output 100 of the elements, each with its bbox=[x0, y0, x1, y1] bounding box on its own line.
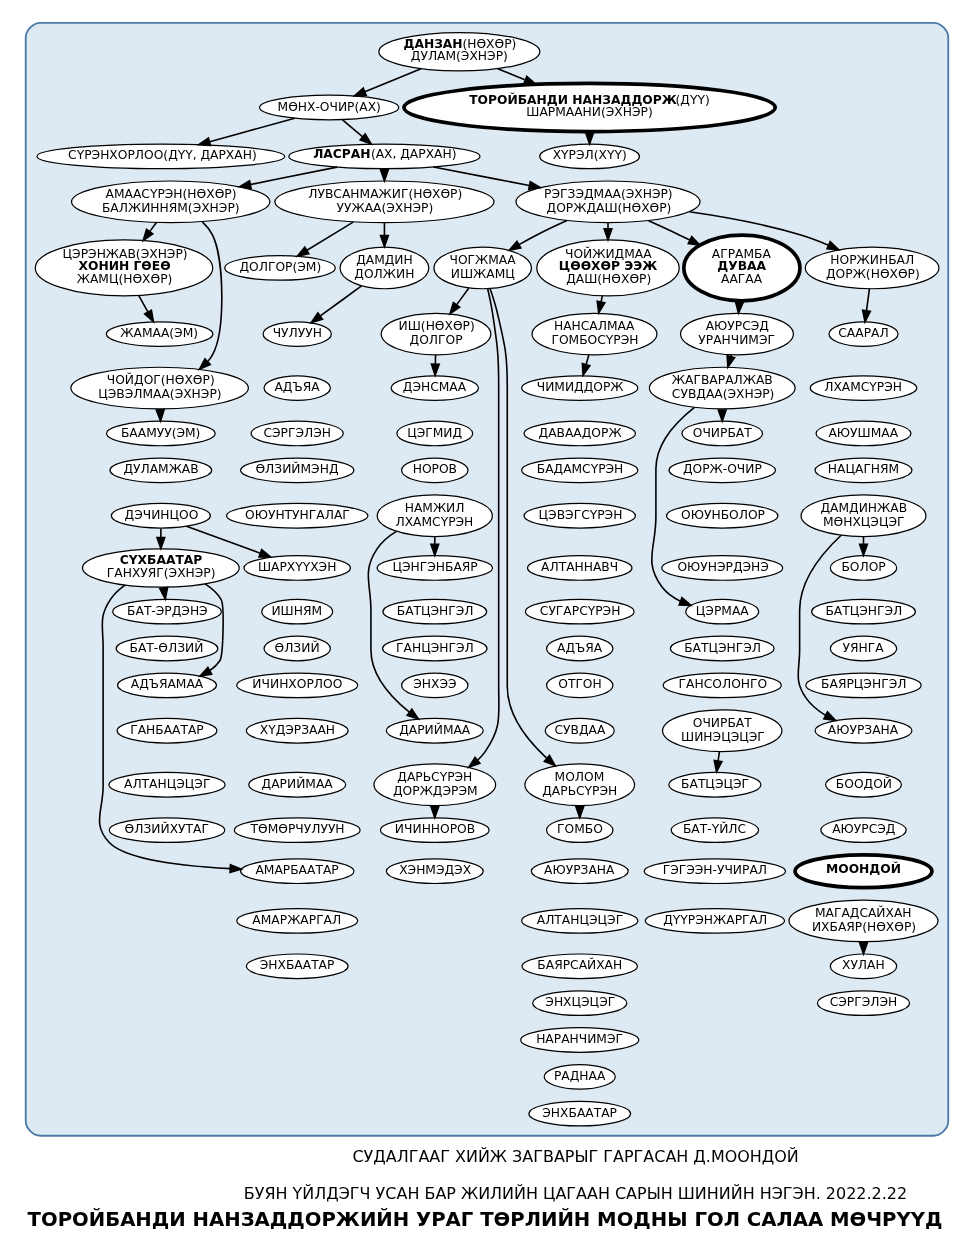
node-ellipse: ХҮРЭЛ(ХҮҮ) bbox=[539, 143, 641, 170]
node-ellipse: СЭРГЭЛЭН bbox=[816, 990, 911, 1017]
node-ellipse: ЧОГЖМАА ИШЖАМЦ bbox=[433, 246, 533, 290]
node-ellipse: ЧУЛУУН bbox=[262, 321, 332, 347]
node-ellipse: ӨЛЗИЙХУТАГ bbox=[108, 817, 226, 844]
node-ellipse: ЭНХБААТАР bbox=[245, 953, 349, 980]
node-ellipse: БААМУУ(ЭМ) bbox=[106, 420, 216, 447]
node-ellipse: БАТ-ӨЛЗИЙ bbox=[115, 635, 219, 662]
node-ellipse: СЭРГЭЛЭН bbox=[250, 420, 344, 447]
node-ellipse: НОРОВ bbox=[401, 457, 469, 484]
node-ellipse: СУВДАА bbox=[544, 717, 615, 744]
arrow bbox=[713, 750, 724, 775]
node-ellipse: ӨЛЗИЙ bbox=[263, 635, 331, 662]
label: БУЯН ҮЙЛДЭГЧ УСАН БАР ЖИЛИЙН ЦАГААН САРЫН ШИНИЙН НЭГЭН. 2022.2.22 bbox=[243, 1183, 908, 1203]
node-ellipse: ЭНХБААТАР bbox=[528, 1100, 632, 1127]
arrow bbox=[688, 211, 841, 251]
node-ellipse: СААРАЛ bbox=[828, 321, 899, 347]
node-ellipse: БАЯРСАЙХАН bbox=[521, 953, 638, 980]
node-ellipse: ЧОЙЖИДМАА ЦӨӨХӨР ЭЭЖ ДАШ(НӨХӨР) bbox=[536, 239, 680, 297]
node-ellipse: ХҮДЭРЗААН bbox=[245, 717, 349, 744]
node-ellipse: ДЭЧИНЦОО bbox=[110, 502, 211, 529]
node-ellipse: АЮУРЗАНА bbox=[814, 717, 913, 744]
node-ellipse: МӨНХ-ОЧИР(АХ) bbox=[258, 94, 400, 121]
arrow bbox=[137, 294, 155, 324]
arrow bbox=[352, 67, 422, 97]
arrow bbox=[196, 117, 296, 147]
arrow bbox=[496, 67, 538, 86]
node-ellipse: ЖАМАА(ЭМ) bbox=[105, 321, 214, 347]
node-ellipse: ИЧИННОРОВ bbox=[379, 817, 490, 844]
arrow bbox=[295, 221, 354, 258]
node-ellipse: ГАНБААТАР bbox=[116, 717, 218, 744]
node-ellipse: АЮУШМАА bbox=[815, 420, 912, 447]
arrow bbox=[581, 354, 592, 378]
node-ellipse: ГАНСОЛОНГО bbox=[662, 672, 782, 699]
arrow bbox=[467, 288, 500, 769]
node-ellipse: БАТЦЭНГЭЛ bbox=[811, 598, 916, 625]
node-ellipse: ИЧИНХОРЛОО bbox=[236, 672, 359, 699]
node-ellipse: МООНДОЙ bbox=[793, 852, 934, 890]
arrow bbox=[603, 222, 613, 243]
arrow bbox=[797, 534, 842, 722]
node-ellipse: ЛХАМСҮРЭН bbox=[809, 375, 918, 401]
node-ellipse: ДОРЖ-ОЧИР bbox=[668, 457, 777, 484]
arrow bbox=[861, 288, 872, 325]
node-ellipse: АЛТАННАВЧ bbox=[526, 555, 633, 581]
node-ellipse: ЛУВСАНМАЖИГ(НӨХӨР) УУЖАА(ЭХНЭР) bbox=[274, 180, 495, 224]
arrow bbox=[367, 530, 421, 721]
node-ellipse: АЛТАНЦЭЦЭГ bbox=[521, 907, 639, 934]
node-ellipse: ИШ(НӨХӨР) ДОЛГОР bbox=[380, 312, 492, 356]
node-ellipse: ГАНЦЭНГЭЛ bbox=[381, 635, 488, 662]
node-ellipse: НАЦАГНЯМ bbox=[814, 457, 913, 484]
arrow bbox=[429, 535, 440, 558]
node-ellipse: БАТЦЭНГЭЛ bbox=[382, 598, 488, 625]
cluster bbox=[24, 21, 950, 1137]
node-ellipse: ШАРХҮҮХЭН bbox=[243, 555, 352, 581]
node-ellipse: ИШНЯМ bbox=[261, 598, 334, 625]
node-ellipse: ЦЭГМИД bbox=[396, 420, 474, 447]
node-ellipse: ОЮУНТУНГАЛАГ bbox=[226, 502, 369, 529]
node-ellipse: АДЪЯА bbox=[263, 375, 331, 401]
node-ellipse: ГОМБО bbox=[545, 817, 614, 844]
node-ellipse: АМАРЖАРГАЛ bbox=[236, 907, 359, 934]
node-ellipse: БАТ-ҮЙЛС bbox=[670, 817, 760, 844]
node-ellipse: ХУЛАН bbox=[829, 953, 898, 980]
node-ellipse: ДАНЗАН(НӨХӨР) ДУЛАМ(ЭХНЭР) bbox=[378, 32, 541, 72]
arrow bbox=[448, 287, 470, 316]
node-ellipse: ДАРИЙМАА bbox=[248, 771, 347, 798]
node-ellipse: БАЯРЦЭНГЭЛ bbox=[805, 672, 922, 699]
arrow bbox=[155, 527, 166, 552]
node-ellipse: ЦЭНГЭНБАЯР bbox=[376, 555, 494, 581]
node-ellipse: ХЭНМЭДЭХ bbox=[385, 858, 484, 885]
node-ellipse: АДЪЯАМАА bbox=[116, 672, 218, 699]
arrow bbox=[197, 221, 223, 371]
node-ellipse: НАНСАЛМАА ГОМБОСҮРЭН bbox=[531, 312, 658, 356]
node-ellipse: ДАВААДОРЖ bbox=[523, 420, 636, 447]
node-ellipse: БОЛОР bbox=[829, 555, 898, 581]
node-ellipse: ОЮУНЭРДЭНЭ bbox=[661, 555, 784, 581]
node-ellipse: ОЮУНБОЛОР bbox=[665, 502, 779, 529]
node-ellipse: НОРЖИНБАЛ ДОРЖ(НӨХӨР) bbox=[804, 246, 940, 290]
arrow bbox=[489, 287, 558, 768]
node-ellipse: АДЪЯА bbox=[545, 635, 614, 662]
node-ellipse: РАДНАА bbox=[543, 1063, 616, 1090]
arrow bbox=[341, 119, 374, 146]
node-ellipse: ДАМДИНЖАВ МӨНХЦЭЦЭГ bbox=[800, 494, 927, 538]
arrow bbox=[141, 221, 158, 243]
node-ellipse: ЦЭВЭГСҮРЭН bbox=[523, 502, 636, 529]
node-ellipse: ЭНХЭЭ bbox=[401, 672, 469, 699]
node-ellipse: АЮУРЗАНА bbox=[530, 858, 629, 885]
node-ellipse: ӨЛЗИЙМЭНД bbox=[239, 457, 355, 484]
node-ellipse: ДОЛГОР(ЭМ) bbox=[224, 255, 336, 281]
node-ellipse: ДУЛАМЖАВ bbox=[109, 457, 213, 484]
arrow bbox=[647, 219, 703, 247]
node-ellipse: ОЧИРБАТ ШИНЭЦЭЦЭГ bbox=[661, 709, 783, 753]
arrow bbox=[507, 219, 568, 252]
node-ellipse: ЦЭРМАА bbox=[685, 598, 760, 625]
node-ellipse: БАДАМСҮРЭН bbox=[521, 457, 639, 484]
node-ellipse: ДАРИЙМАА bbox=[385, 717, 484, 744]
node-ellipse: ДҮҮРЭНЖАРГАЛ bbox=[644, 907, 786, 934]
node-ellipse: БАТ-ЭРДЭНЭ bbox=[112, 598, 222, 625]
node-ellipse: АМАРБААТАР bbox=[239, 858, 355, 885]
node-ellipse: ТӨМӨРЧУЛУУН bbox=[233, 817, 361, 844]
node-ellipse: НАМЖИЛ ЛХАМСҮРЭН bbox=[376, 494, 493, 538]
